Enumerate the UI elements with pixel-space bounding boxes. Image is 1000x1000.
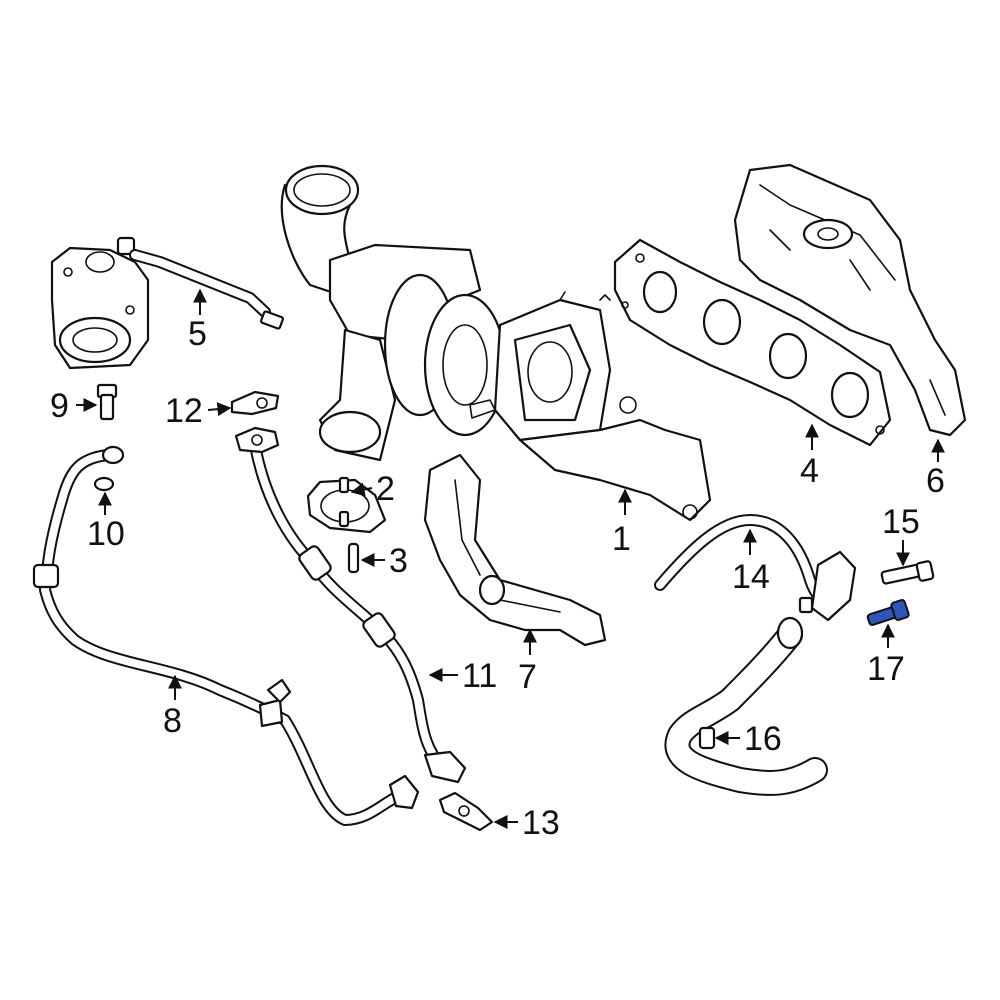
callout-14: 14: [732, 558, 770, 596]
highlighted-bolt-head: [890, 599, 910, 621]
callout-17: 17: [867, 650, 905, 688]
callout-7: 7: [518, 658, 537, 696]
o-ring-part-10[interactable]: [93, 476, 115, 492]
callout-15: 15: [882, 503, 920, 541]
callout-16: 16: [744, 720, 782, 758]
turbocharger-part-1[interactable]: [280, 164, 712, 522]
lower-heat-shield-part-7[interactable]: [423, 453, 607, 647]
callout-1: 1: [612, 520, 631, 558]
coolant-hose-part-16[interactable]: [664, 616, 828, 796]
coolant-line-part-14[interactable]: [654, 514, 857, 622]
callout-5: 5: [188, 315, 207, 353]
oil-line-part-8[interactable]: [32, 445, 420, 826]
gasket-part-13[interactable]: [438, 791, 494, 832]
callout-leaders: [76, 288, 945, 829]
callout-8: 8: [163, 702, 182, 740]
callout-12: 12: [165, 392, 203, 430]
gasket-part-12[interactable]: [230, 390, 280, 416]
stud-part-3[interactable]: [347, 542, 360, 574]
wastegate-actuator-part-5[interactable]: [50, 236, 284, 370]
heat-shield-part-6[interactable]: [733, 163, 967, 437]
callout-9: 9: [50, 387, 69, 425]
callout-3: 3: [389, 542, 408, 580]
manifold-gasket-part-4[interactable]: [613, 238, 892, 447]
callout-2: 2: [376, 470, 395, 508]
bolt-part-17[interactable]: [866, 599, 910, 626]
gasket-part-2[interactable]: [306, 476, 387, 534]
callout-11: 11: [462, 657, 497, 695]
bolt-part-15[interactable]: [880, 560, 935, 585]
callout-4: 4: [800, 452, 819, 490]
callout-6: 6: [926, 462, 945, 500]
callout-labels: 1 2 3 4 5 6 7 8 9 10 11 12 13 14 15 16 1…: [50, 315, 945, 842]
bolt-part-9[interactable]: [96, 383, 118, 421]
callout-10: 10: [87, 515, 125, 553]
callout-13: 13: [522, 804, 560, 842]
oil-line-part-11[interactable]: [234, 426, 467, 784]
